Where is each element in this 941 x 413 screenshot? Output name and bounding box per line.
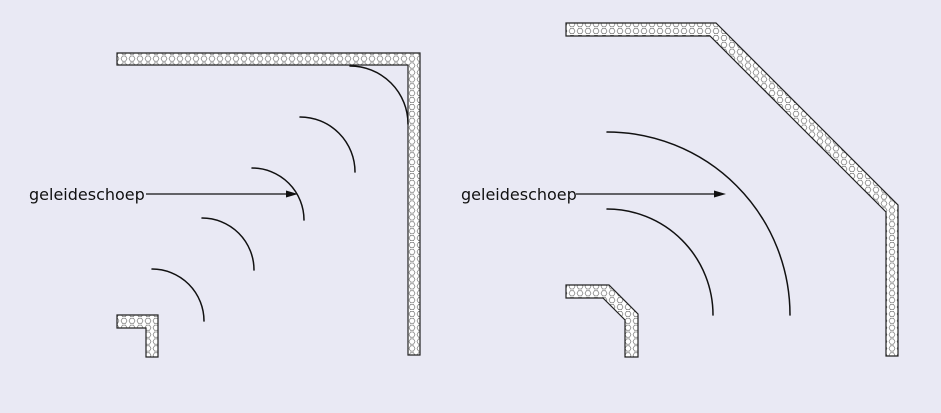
left-vane-1 xyxy=(349,65,409,125)
right-leader-arrowhead xyxy=(714,190,726,198)
left-vane-3 xyxy=(251,167,305,221)
right-duct-inner-wall xyxy=(565,284,639,358)
right-vane-outer xyxy=(606,131,791,316)
left-vane-label: geleideschoep xyxy=(29,185,145,204)
left-duct-inner-wall xyxy=(116,314,159,358)
right-duct-outer-wall xyxy=(565,22,899,357)
right-vane-inner xyxy=(606,208,714,316)
left-vane-2 xyxy=(299,116,356,173)
left-elbow-diagram: geleideschoep xyxy=(29,52,421,358)
right-elbow-diagram: geleideschoep xyxy=(461,22,899,358)
left-leader-arrowhead xyxy=(286,190,298,198)
left-vane-4 xyxy=(201,217,255,271)
left-vane-5 xyxy=(151,268,205,322)
left-duct-outer-wall xyxy=(116,52,421,356)
right-vane-label: geleideschoep xyxy=(461,185,577,204)
